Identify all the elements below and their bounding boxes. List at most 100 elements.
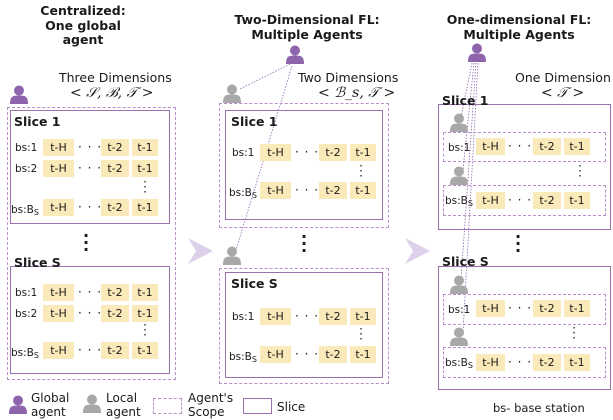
base-station-label: bs:1 — [15, 142, 38, 154]
slice-box — [10, 266, 170, 374]
base-station-label: bs:1 — [448, 304, 471, 316]
legend-local-agent-icon — [83, 394, 101, 413]
time-cell: t-H — [260, 144, 291, 161]
ellipsis: · · · — [78, 306, 103, 320]
time-cell: t-H — [43, 342, 74, 359]
transition-arrow-icon — [405, 238, 430, 264]
base-station-label: bs:2 — [15, 163, 38, 175]
time-cell: t-2 — [101, 305, 129, 322]
time-cell: t-1 — [564, 138, 590, 155]
slice-box — [438, 104, 611, 230]
agent-scope — [219, 268, 389, 384]
ellipsis: · · · — [295, 145, 320, 159]
panel-title-one-dim: One-dimensional FL: Multiple Agents — [446, 12, 592, 42]
ellipsis: · · · — [78, 285, 103, 299]
slice-label: Slice S — [442, 254, 489, 269]
time-cell: t-2 — [533, 354, 561, 371]
legend-slice-swatch — [243, 398, 272, 414]
dimension-notation: < ℬ_s, 𝒯 > — [318, 85, 396, 101]
time-cell: t-2 — [319, 182, 347, 199]
time-cell: t-H — [260, 182, 291, 199]
agent-scope — [219, 103, 389, 228]
ellipsis: · · · — [78, 200, 103, 214]
ellipsis: · · · — [78, 343, 103, 357]
vertical-ellipsis: ··· — [578, 159, 582, 183]
time-cell: t-1 — [132, 342, 158, 359]
dimension-caption: Three Dimensions — [59, 70, 172, 85]
local-agent-icon — [223, 246, 241, 265]
time-cell: t-2 — [101, 342, 129, 359]
time-cell: t-1 — [132, 160, 158, 177]
slice-box — [438, 266, 611, 390]
vertical-ellipsis: ··· — [572, 321, 576, 345]
vertical-ellipsis: ··· — [143, 175, 147, 199]
global-agent-icon — [10, 85, 28, 104]
base-station-label: bs:1 — [232, 311, 255, 323]
time-cell: t-H — [43, 284, 74, 301]
time-cell: t-2 — [101, 284, 129, 301]
ellipsis: · · · — [508, 139, 533, 153]
time-cell: t-H — [43, 305, 74, 322]
dimension-caption: Two Dimensions — [298, 70, 399, 85]
time-cell: t-H — [476, 192, 505, 209]
time-cell: t-1 — [350, 308, 376, 325]
local-agent-icon — [223, 84, 241, 103]
legend-scope-swatch — [153, 398, 182, 414]
legend-base-station-label: bs- base station — [493, 401, 585, 415]
transition-arrow-icon — [188, 238, 213, 264]
slice-label: Slice S — [231, 276, 278, 291]
legend-local-agent-label: Local agent — [106, 391, 141, 419]
base-station-label: bs:BS — [445, 357, 473, 370]
time-cell: t-2 — [533, 138, 561, 155]
slice-box — [10, 110, 170, 224]
vertical-ellipsis: ··· — [143, 318, 147, 342]
panel-title-centralized: Centralized: One global agent — [40, 3, 126, 47]
ellipsis: · · · — [295, 309, 320, 323]
time-cell: t-1 — [350, 346, 376, 363]
time-cell: t-2 — [101, 160, 129, 177]
time-cell: t-2 — [319, 144, 347, 161]
base-station-label: bs:BS — [445, 195, 473, 208]
base-station-label: bs:BS — [229, 351, 257, 364]
time-cell: t-1 — [132, 305, 158, 322]
time-cell: t-1 — [350, 182, 376, 199]
time-cell: t-2 — [319, 308, 347, 325]
dimension-caption: One Dimension — [515, 70, 611, 85]
slice-label: Slice S — [14, 255, 61, 270]
legend-scope-label: Agent's Scope — [188, 391, 234, 419]
dimension-notation: < 𝒯 > — [541, 85, 585, 101]
time-cell: t-1 — [350, 144, 376, 161]
base-station-label: bs:BS — [229, 187, 257, 200]
time-cell: t-1 — [564, 192, 590, 209]
time-cell: t-1 — [564, 300, 590, 317]
slice-label: Slice 1 — [14, 114, 61, 129]
global-agent-icon — [286, 45, 304, 64]
time-cell: t-1 — [132, 139, 158, 156]
slice-box — [225, 272, 383, 378]
base-station-label: bs:1 — [15, 287, 38, 299]
time-cell: t-2 — [319, 346, 347, 363]
agent-scope — [443, 185, 606, 216]
global-agent-icon — [468, 43, 486, 62]
agent-scope — [7, 107, 176, 380]
ellipsis: · · · — [295, 183, 320, 197]
agent-scope — [443, 347, 606, 378]
vertical-ellipsis: ··· — [300, 227, 308, 260]
slice-label: Slice 1 — [231, 114, 278, 129]
vertical-ellipsis: ··· — [82, 226, 90, 259]
time-cell: t-1 — [564, 354, 590, 371]
time-cell: t-2 — [533, 192, 561, 209]
vertical-ellipsis: ··· — [514, 227, 522, 260]
base-station-label: bs:1 — [448, 142, 471, 154]
ellipsis: · · · — [508, 355, 533, 369]
base-station-label: bs:BS — [11, 347, 39, 360]
slice-label: Slice 1 — [442, 93, 489, 108]
time-cell: t-1 — [132, 199, 158, 216]
ellipsis: · · · — [295, 347, 320, 361]
time-cell: t-H — [476, 138, 505, 155]
time-cell: t-2 — [101, 139, 129, 156]
legend-global-agent-label: Global agent — [31, 391, 70, 419]
time-cell: t-H — [260, 308, 291, 325]
time-cell: t-H — [476, 300, 505, 317]
base-station-label: bs:BS — [11, 204, 39, 217]
